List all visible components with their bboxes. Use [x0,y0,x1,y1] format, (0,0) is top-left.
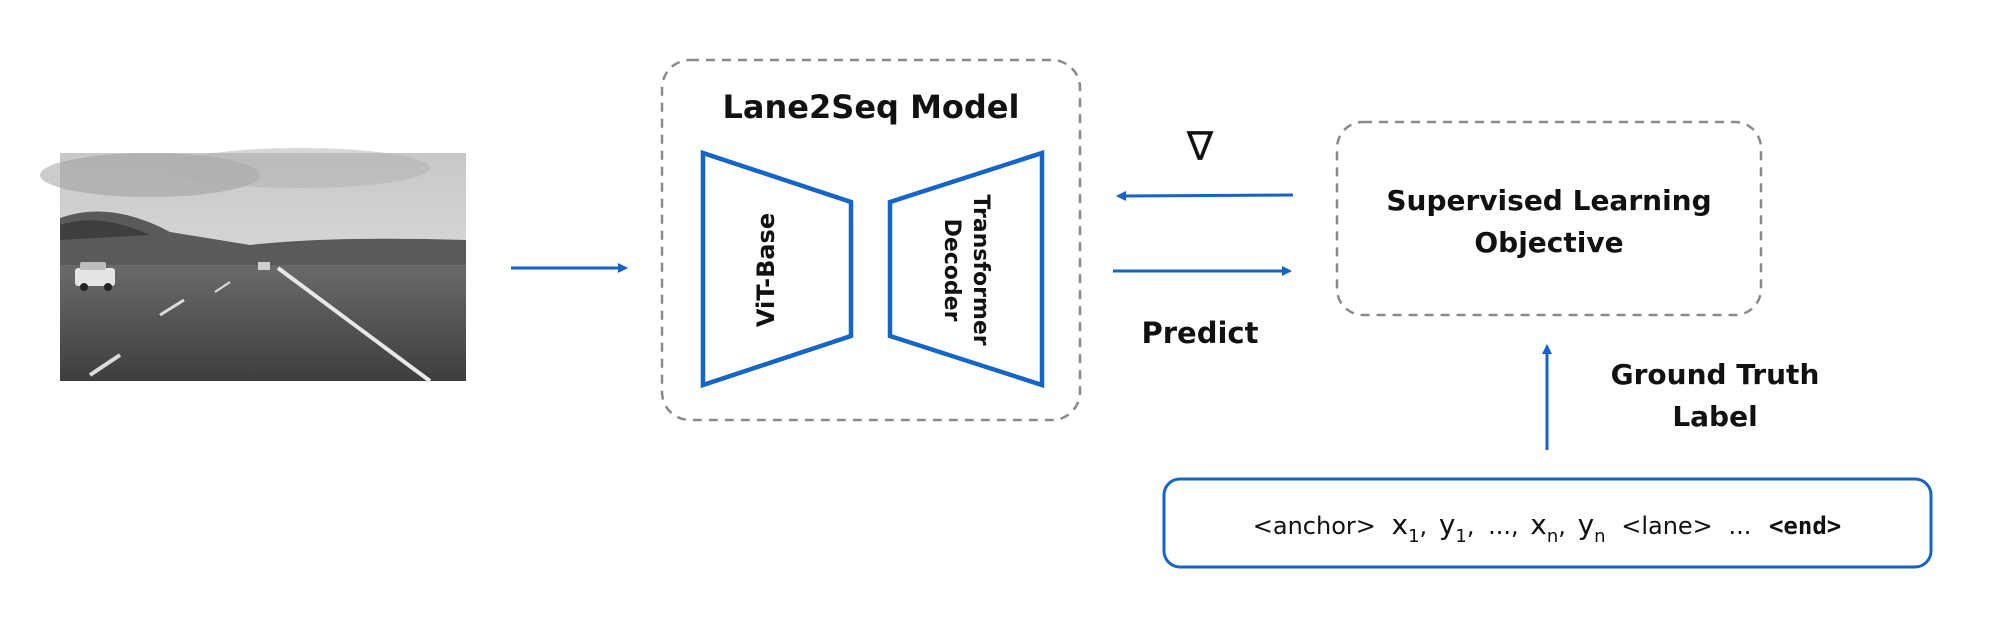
seq-comma-2: , [1467,512,1475,540]
input-road-image [40,148,466,383]
seq-ellipsis-1: ... [1488,512,1511,540]
encoder-label: ViT-Base [752,213,780,327]
seq-end-token: <end> [1769,512,1841,540]
encoder-block [700,149,854,389]
gradient-arrow [1116,190,1294,201]
seq-comma-3: , [1511,512,1519,540]
predict-label: Predict [1142,316,1259,350]
seq-xn: x [1530,508,1547,541]
objective-line2: Objective [1474,226,1623,259]
seq-ellipsis-2: ... [1728,512,1751,540]
decoder-label-line2: Decoder [939,219,964,322]
seq-sub-nb: n [1594,526,1605,547]
gradient-symbol: ∇ [1186,124,1214,170]
decoder-label-line1: Transformer [968,194,993,345]
seq-y1: y [1439,508,1456,541]
ground-truth-line2: Label [1672,400,1757,433]
seq-comma-4: , [1558,512,1566,540]
decoder-block [887,149,1045,389]
objective-line1: Supervised Learning [1386,184,1711,217]
seq-anchor-token: <anchor> [1253,512,1376,540]
seq-sub-1a: 1 [1408,526,1419,547]
seq-sub-na: n [1547,526,1558,547]
seq-x1: x [1392,508,1409,541]
sequence-box [1162,477,1933,569]
seq-comma-1: , [1420,512,1428,540]
seq-sub-1b: 1 [1455,526,1466,547]
ground-truth-line1: Ground Truth [1611,358,1820,391]
model-title: Lane2Seq Model [723,88,1020,126]
seq-lane-token: <lane> [1621,512,1713,540]
model-box [660,58,1082,422]
objective-box [1335,120,1763,317]
sequence-text: <anchor> x1, y1, ..., xn, yn <lane> ... … [1253,508,1841,548]
seq-yn: y [1578,508,1595,541]
